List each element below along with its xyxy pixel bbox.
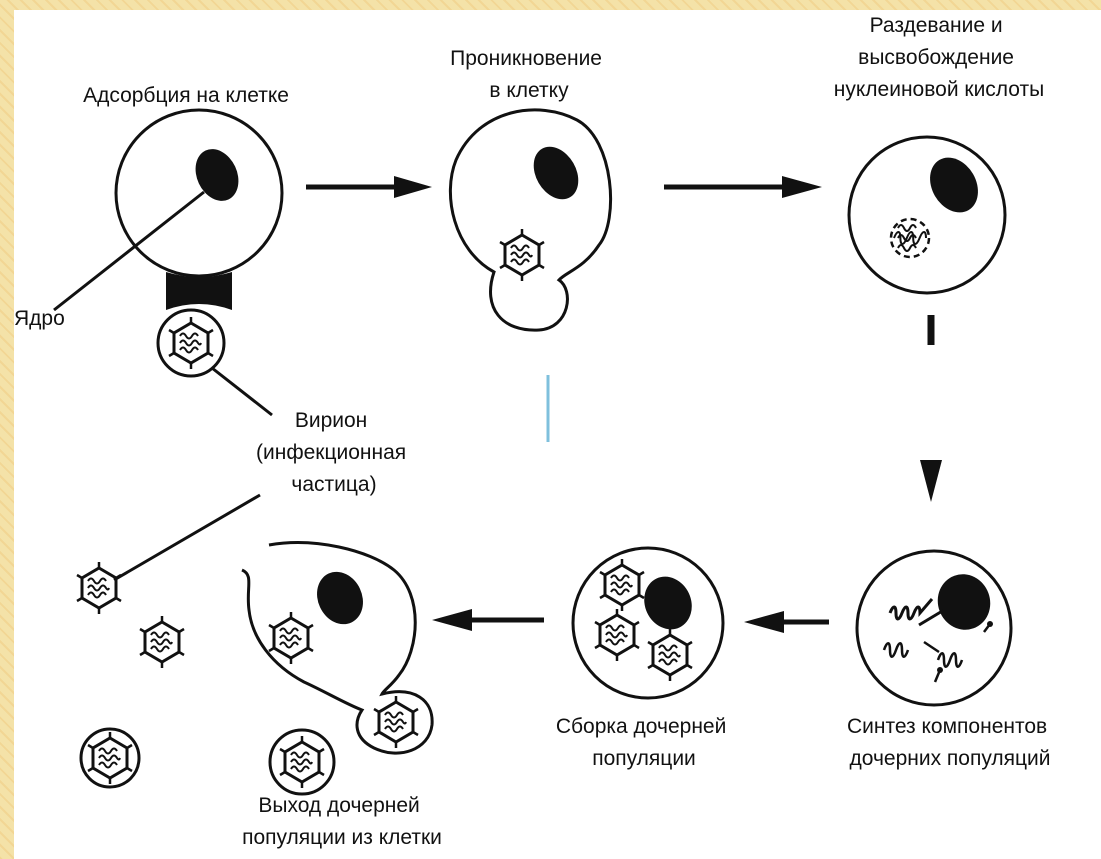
arrow-uncoating-to-synthesis: [920, 315, 942, 502]
stage-penetration-label: Проникновение в клетку: [450, 47, 608, 102]
penetration-cell: [448, 108, 613, 332]
stage-uncoating-label: Раздевание и высвобождение нуклеиновой к…: [834, 14, 1044, 101]
viral-replication-cycle-diagram: Адсорбция на клетке Проникновение в клет…: [14, 14, 1053, 849]
arrow-assembly-to-release: [432, 609, 544, 631]
stage-synthesis-label: Синтез компонентов дочерних популяций: [847, 715, 1053, 770]
virion-pointer-lower: [113, 493, 261, 582]
arrow-adsorption-to-penetration: [306, 176, 432, 198]
adsorption-cell: [114, 108, 284, 378]
uncoating-cell: [847, 135, 1007, 295]
arrow-penetration-to-uncoating: [664, 176, 822, 198]
virion-pointer-upper: [211, 366, 273, 417]
diagram-panel: Адсорбция на клетке Проникновение в клет…: [14, 10, 1101, 859]
release-cell: [241, 541, 434, 796]
stage-release-label: Выход дочерней популяции из клетки: [242, 794, 442, 849]
virion-label: Вирион (инфекционная частица): [256, 409, 412, 496]
assembly-cell: [571, 546, 725, 700]
free-virions: [75, 560, 186, 789]
arrow-synthesis-to-assembly: [744, 611, 829, 633]
stage-assembly-label: Сборка дочерней популяции: [556, 715, 732, 770]
stage-adsorption-label: Адсорбция на клетке: [83, 84, 289, 107]
nucleus-pointer: [53, 190, 205, 312]
blank-area: [537, 350, 992, 450]
synthesis-cell: [855, 549, 1013, 707]
nucleus-label: Ядро: [14, 307, 65, 330]
